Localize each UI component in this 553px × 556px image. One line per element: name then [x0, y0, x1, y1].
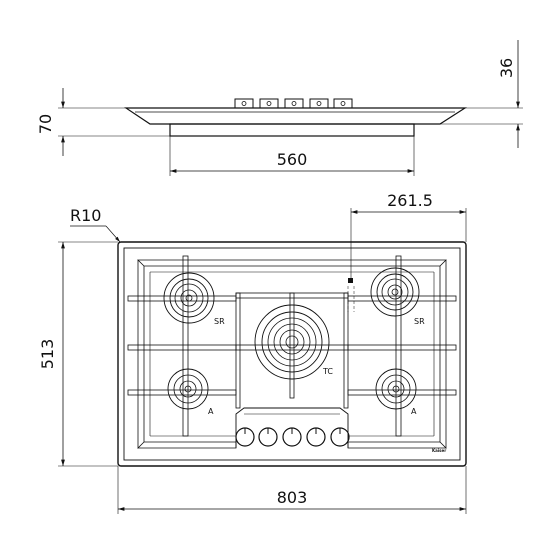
- top-view: SR SR TC A A Kaiser: [117, 241, 467, 467]
- side-knob-2: [259, 98, 279, 109]
- control-knobs: [235, 427, 350, 447]
- dim-label-261-5: 261.5: [387, 191, 433, 210]
- dim-label-560: 560: [277, 150, 308, 169]
- side-view-top-plate: [124, 107, 468, 125]
- dim-knob-offset: 261.5: [350, 191, 467, 282]
- hob-outer-frame: [117, 241, 467, 467]
- burner-top-left: [163, 272, 215, 324]
- burner-label-bottom-left: A: [208, 407, 214, 416]
- dim-depth: 513: [38, 241, 118, 467]
- side-knob-1: [234, 98, 254, 109]
- side-knob-3: [284, 98, 304, 109]
- burner-label-bottom-right: A: [411, 407, 417, 416]
- pan-supports: [127, 255, 457, 437]
- dim-label-803: 803: [277, 488, 308, 507]
- side-knob-4: [309, 98, 329, 109]
- burner-bottom-left: [167, 368, 209, 410]
- side-view: [124, 98, 468, 137]
- dim-width: 803: [117, 466, 467, 514]
- side-knob-5: [333, 98, 353, 109]
- dim-radius: R10: [70, 206, 121, 243]
- knob-axis-marker: [347, 278, 355, 312]
- side-view-body: [169, 123, 415, 137]
- burner-bottom-right: [375, 368, 417, 410]
- dim-label-513: 513: [38, 339, 57, 370]
- side-view-knobs: [234, 98, 353, 109]
- hob-inner-frame: [123, 247, 461, 461]
- burner-center: [254, 304, 330, 380]
- dim-total-height: 70: [36, 88, 170, 156]
- burner-label-center: TC: [322, 367, 333, 376]
- dim-label-r10: R10: [70, 206, 101, 225]
- dim-label-36: 36: [497, 58, 516, 78]
- control-panel-recess: [235, 407, 349, 448]
- burner-label-top-right: SR: [414, 317, 425, 326]
- dim-label-70: 70: [36, 114, 55, 134]
- brand-logo: Kaiser: [432, 448, 446, 453]
- burner-label-top-left: SR: [214, 317, 225, 326]
- burner-top-right: [370, 267, 420, 317]
- dim-cutout-width: 560: [169, 136, 415, 176]
- dim-top-thickness: 36: [440, 40, 523, 148]
